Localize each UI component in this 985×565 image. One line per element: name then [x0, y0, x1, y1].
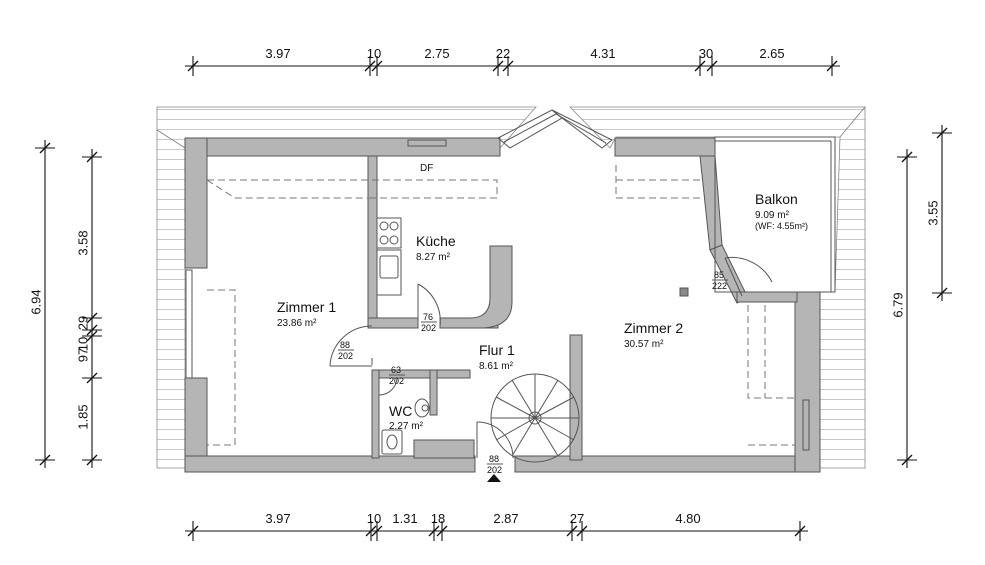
room-area-zimmer2: 30.57 m²: [624, 339, 664, 350]
svg-text:202: 202: [421, 323, 436, 333]
dimension-label: 4.31: [590, 46, 615, 61]
svg-text:202: 202: [389, 376, 404, 386]
wash-basin: [381, 429, 403, 455]
dimension-label: 2.87: [493, 511, 518, 526]
room-note-balkon: (WF: 4.55m²): [755, 221, 808, 231]
toilet: [414, 398, 430, 418]
dimension-label: 10: [367, 46, 381, 61]
door-balkon[interactable]: [724, 257, 773, 297]
door-wc[interactable]: [378, 377, 398, 396]
room-name-kueche: Küche: [416, 233, 456, 249]
dormer-window: [497, 109, 613, 149]
dimension-chain-right-inner: 3.55: [925, 125, 952, 301]
dimension-label: 3.58: [75, 230, 90, 255]
door-label-zimmer1: 88 202: [338, 340, 354, 361]
dimension-chain-bottom: 3.97 10 1.31 18 2.87 27 4.80: [185, 511, 808, 541]
svg-text:88: 88: [340, 340, 350, 350]
svg-text:76: 76: [423, 312, 433, 322]
dimension-label: 29: [75, 316, 90, 330]
kitchen-hob: [376, 217, 402, 249]
dimension-label: 30: [699, 46, 713, 61]
svg-text:85: 85: [714, 270, 724, 280]
dimension-label: 2.75: [424, 46, 449, 61]
dimension-label: 18: [431, 511, 445, 526]
dimension-label: 6.79: [890, 292, 905, 317]
dimension-label: 6.94: [28, 289, 43, 314]
dimension-label: 3.97: [265, 511, 290, 526]
svg-text:88: 88: [489, 454, 499, 464]
door-label-kueche: 76 202: [421, 312, 437, 333]
room-name-zimmer1: Zimmer 1: [277, 299, 336, 315]
dimension-label: 3.55: [925, 200, 940, 225]
spiral-staircase: [490, 373, 580, 463]
room-area-wc: 2.27 m²: [389, 421, 424, 432]
dimension-label: 1.31: [392, 511, 417, 526]
dimension-chain-right-outer: 6.79: [890, 149, 917, 468]
door-entrance[interactable]: [476, 421, 514, 459]
skylight-label: DF: [420, 163, 433, 174]
svg-text:63: 63: [391, 365, 401, 375]
room-area-zimmer1: 23.86 m²: [277, 318, 317, 329]
dimension-label: 4.80: [675, 511, 700, 526]
dimension-label: 10: [367, 511, 381, 526]
door-label-wc: 63 202: [389, 365, 405, 386]
door-label-balkon: 85 222: [712, 270, 728, 291]
skylight: [407, 139, 447, 147]
balcony-outline: [714, 136, 836, 293]
kitchen-sink: [376, 249, 402, 296]
right-window: [802, 399, 810, 451]
dimension-label: 27: [570, 511, 584, 526]
room-area-flur: 8.61 m²: [479, 361, 514, 372]
left-window: [185, 269, 193, 379]
door-label-entrance: 88 202: [487, 454, 503, 475]
room-name-zimmer2: Zimmer 2: [624, 320, 683, 336]
slope-lines: [206, 165, 795, 446]
dimension-label: 97: [75, 348, 90, 362]
room-name-wc: WC: [389, 403, 412, 419]
room-name-balkon: Balkon: [755, 191, 798, 207]
dimension-label: 22: [496, 46, 510, 61]
room-area-kueche: 8.27 m²: [416, 252, 451, 263]
dimension-chain-left-outer: 6.94: [28, 140, 55, 468]
dimension-chain-top: 3.97 10 2.75 22 4.31 30 2.65: [185, 46, 840, 76]
room-name-flur: Flur 1: [479, 342, 515, 358]
dimension-label: 10: [75, 337, 90, 351]
walls: [184, 137, 821, 473]
svg-text:202: 202: [487, 465, 502, 475]
room-area-balkon: 9.09 m²: [755, 210, 790, 221]
door-zimmer1[interactable]: [329, 325, 373, 367]
svg-text:222: 222: [712, 281, 727, 291]
door-kueche[interactable]: [417, 283, 441, 327]
chimney: [679, 287, 689, 297]
dimension-label: 2.65: [759, 46, 784, 61]
dimension-label: 3.97: [265, 46, 290, 61]
svg-text:202: 202: [338, 351, 353, 361]
entrance-arrow-icon: [487, 474, 501, 482]
dimension-label: 1.85: [75, 404, 90, 429]
